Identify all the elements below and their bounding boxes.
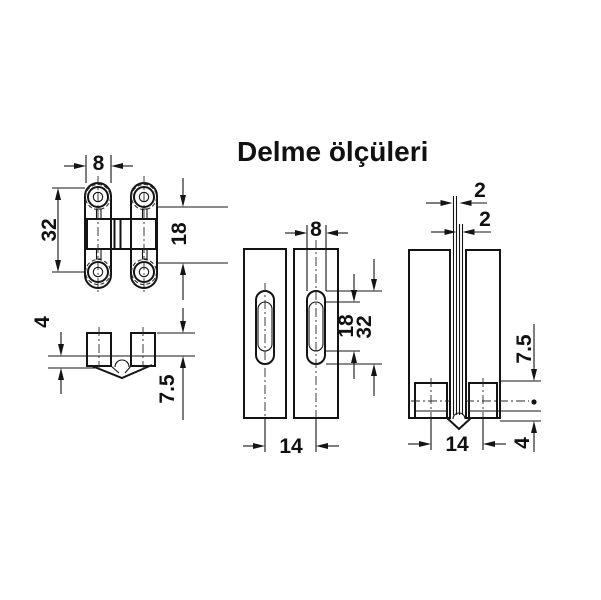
dim-top-depth: 4: [31, 316, 64, 394]
dim-label: 7.5: [513, 334, 536, 364]
dim-label: 4: [511, 437, 534, 449]
knuckle-v: [91, 364, 153, 380]
hinge-front-view: 8 32 18: [38, 152, 228, 300]
knuckle-v: [446, 417, 472, 431]
dim-gap-top: 2: [426, 179, 487, 206]
dim-gap-inner: 2: [431, 208, 491, 235]
hinge-side-view: 4 7.5: [31, 308, 195, 420]
pin: [141, 248, 148, 260]
page-title: Delme ölçüleri: [237, 136, 428, 167]
dim-label: 32: [38, 218, 61, 241]
pin: [141, 208, 148, 220]
pin: [95, 248, 102, 260]
dim-label: 14: [445, 433, 469, 456]
panel-face-view: 8 18 32 14: [243, 214, 382, 458]
dim-label: 7.5: [156, 374, 179, 404]
knuckle-bump: [114, 359, 130, 368]
section-panel-right: [465, 249, 501, 419]
dim-center-distance: 14: [408, 433, 506, 456]
dim-mortise-depth: 7.5: [500, 324, 541, 405]
dim-label: 4: [31, 316, 54, 328]
dim-plate-width: 8: [64, 152, 133, 183]
knuckle-inner: [110, 365, 132, 374]
dim-label: 18: [168, 222, 191, 246]
slot-left-inner: [257, 301, 273, 352]
dim-dot: [531, 399, 537, 405]
dim-label: 32: [353, 315, 376, 338]
dim-length-left: 32: [38, 187, 85, 273]
knuckle-bump: [452, 412, 466, 420]
dim-label: 18: [335, 314, 358, 338]
dim-label: 2: [479, 208, 491, 231]
dim-slot-width: 8: [285, 214, 348, 291]
dim-label: 8: [310, 218, 322, 241]
dim-label: 2: [474, 179, 486, 202]
dim-label: 14: [279, 435, 303, 458]
dim-total-depth: 7.5: [156, 308, 195, 420]
dim-slot-lengths: 18 32: [326, 259, 382, 396]
dim-length-right: 18: [158, 178, 228, 300]
panel-section-view: 2 2 7.5 4 1: [408, 179, 541, 456]
dim-center-distance: 14: [243, 435, 339, 458]
dim-label: 8: [93, 152, 105, 175]
dim-bottom-offset: 4: [500, 420, 541, 452]
pin: [95, 208, 102, 220]
